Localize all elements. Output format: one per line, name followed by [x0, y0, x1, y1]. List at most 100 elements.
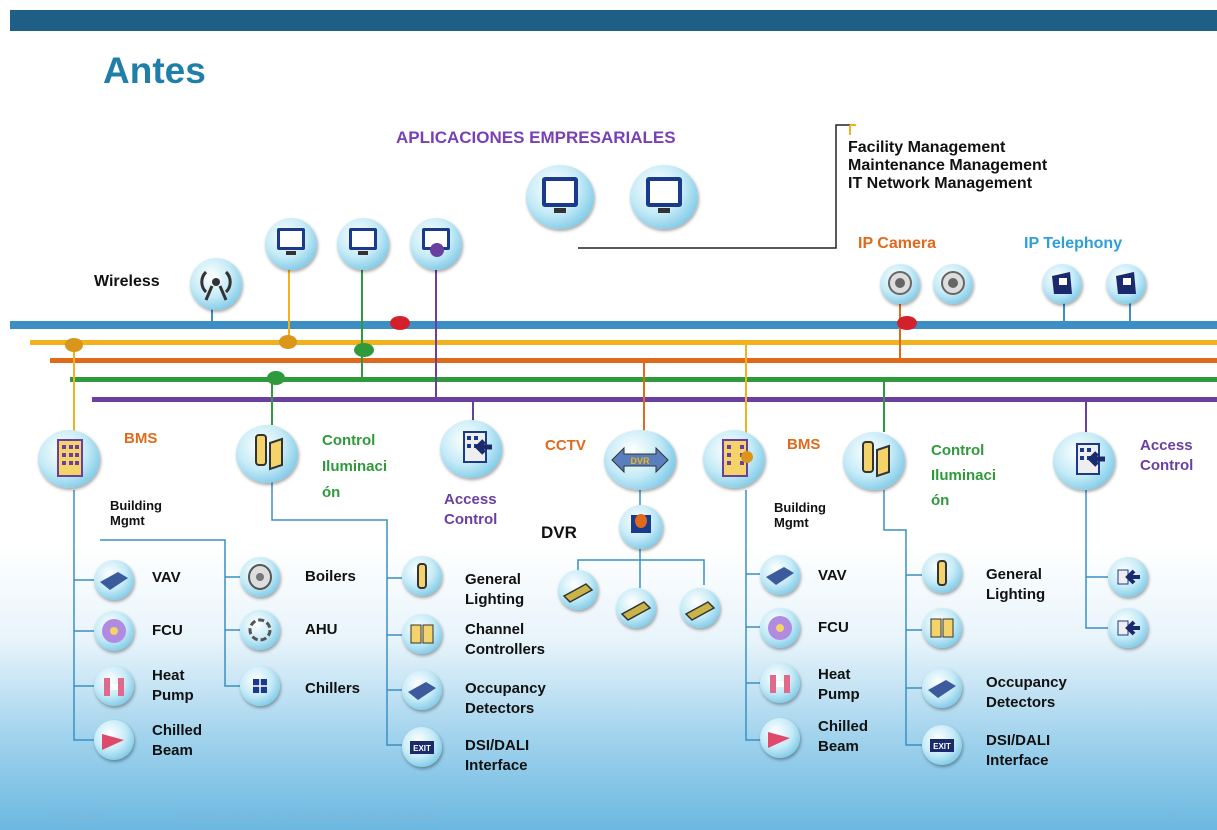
- wireless-label: Wireless: [94, 273, 160, 290]
- heat-pump-icon: [94, 666, 134, 706]
- access-control-icon: [440, 420, 502, 478]
- iluminacion-text: Iluminaci: [931, 467, 997, 484]
- card-reader-icon: [1108, 557, 1148, 597]
- bms-label: BMS: [787, 436, 821, 453]
- monitor-icon: [337, 218, 389, 270]
- lighting-text: Lighting: [986, 586, 1046, 603]
- boilers-label: Boilers: [305, 568, 356, 585]
- detectors-text: Detectors: [986, 694, 1056, 711]
- management-item: Facility Management: [848, 139, 1006, 156]
- bms-building-icon: [38, 430, 100, 488]
- access-control-label: Access Control: [444, 490, 497, 530]
- control-iluminacion-label: Control Iluminaci ón: [322, 428, 387, 506]
- heat-text: Heat: [818, 666, 851, 683]
- node-dot: [354, 343, 374, 357]
- beam-text: Beam: [152, 742, 193, 759]
- chillers-icon: [240, 666, 280, 706]
- mgmt-text: Mgmt: [110, 513, 145, 528]
- fcu-icon: [760, 608, 800, 648]
- apps-header: APLICACIONES EMPRESARIALES: [396, 128, 676, 147]
- bus-purple: [92, 397, 1217, 402]
- boilers-icon: [240, 557, 280, 597]
- cctv-camera-icon: [616, 588, 656, 628]
- recorder-icon: [619, 505, 663, 549]
- ip-telephony-label: IP Telephony: [1024, 235, 1123, 252]
- management-item: IT Network Management: [848, 175, 1033, 192]
- on-text: ón: [931, 492, 950, 509]
- access-control-label: Access Control: [1140, 436, 1193, 476]
- lighting-control-icon: [236, 425, 298, 483]
- enterprise-monitor-icon: [526, 165, 594, 229]
- dvr-icon-text: DVR: [630, 456, 650, 466]
- building-mgmt-label: Building Mgmt: [774, 500, 826, 530]
- dvr-icon: DVR: [604, 430, 676, 490]
- vav-icon: [94, 560, 134, 600]
- chilled-beam-icon: [94, 720, 134, 760]
- detectors-text: Detectors: [465, 700, 535, 717]
- ahu-label: AHU: [305, 621, 338, 638]
- iluminacion-text: Iluminaci: [322, 458, 388, 475]
- occupancy-detectors-icon: [402, 670, 442, 710]
- page-title: Antes: [103, 50, 206, 91]
- heat-text: Heat: [152, 667, 185, 684]
- beam-text: Beam: [818, 738, 859, 755]
- control-text: Control: [1140, 457, 1194, 474]
- chillers-label: Chillers: [305, 680, 361, 697]
- chilled-text: Chilled: [818, 718, 869, 735]
- bus-blue: [10, 321, 1217, 329]
- node-dot: [279, 335, 297, 349]
- control-iluminacion-label: Control Iluminaci ón: [931, 438, 996, 513]
- pump-text: Pump: [152, 687, 194, 704]
- card-reader-icon: [1108, 608, 1148, 648]
- exit-sign-icon: EXIT: [922, 725, 962, 765]
- occupancy-detectors-icon: [922, 668, 962, 708]
- access-control-icon: [1053, 432, 1115, 490]
- node-dot: [390, 316, 410, 330]
- footer-copyright: © 2009 Cisco Systems, Inc. All rights re…: [176, 812, 439, 822]
- ip-camera-icon: [880, 264, 920, 304]
- dsi-dali-label: DSI/DALI Interface: [465, 736, 529, 776]
- monitor-icon: [265, 218, 317, 270]
- occupancy-text: Occupancy: [986, 674, 1067, 691]
- bms-building-icon: [703, 430, 765, 488]
- ip-camera-label: IP Camera: [858, 235, 936, 252]
- node-dot: [897, 316, 917, 330]
- lighting-text: Lighting: [465, 591, 525, 608]
- dsi-text: DSI/DALI: [465, 737, 530, 754]
- bus-orange: [50, 358, 1217, 363]
- building-text: Building: [110, 498, 162, 513]
- exit-text: EXIT: [413, 744, 431, 753]
- node-dot: [65, 338, 83, 352]
- control-text: Control: [444, 511, 498, 528]
- dsi-text: DSI/DALI: [986, 732, 1051, 749]
- cctv-label: CCTV: [545, 437, 586, 454]
- controllers-text: Controllers: [465, 641, 546, 658]
- user-monitor-icon: [410, 218, 462, 270]
- channel-controllers-icon: [922, 608, 962, 648]
- management-connector: [578, 124, 850, 249]
- vav-icon: [760, 555, 800, 595]
- heat-pump-icon: [760, 663, 800, 703]
- exit-sign-icon: EXIT: [402, 727, 442, 767]
- mgmt-text: Mgmt: [774, 515, 809, 530]
- exit-text: EXIT: [933, 742, 951, 751]
- chilled-text: Chilled: [152, 722, 203, 739]
- building-text: Building: [774, 500, 826, 515]
- occupancy-text: Occupancy: [465, 680, 546, 697]
- interface-text: Interface: [465, 757, 528, 774]
- page-number: 14: [1168, 812, 1179, 822]
- fcu-label: FCU: [818, 619, 849, 636]
- general-lighting-icon: [922, 553, 962, 593]
- ip-camera-icon: [933, 264, 973, 304]
- general-lighting-icon: [402, 556, 442, 596]
- node-dot: [267, 371, 285, 385]
- management-item: Maintenance Management: [848, 157, 1048, 174]
